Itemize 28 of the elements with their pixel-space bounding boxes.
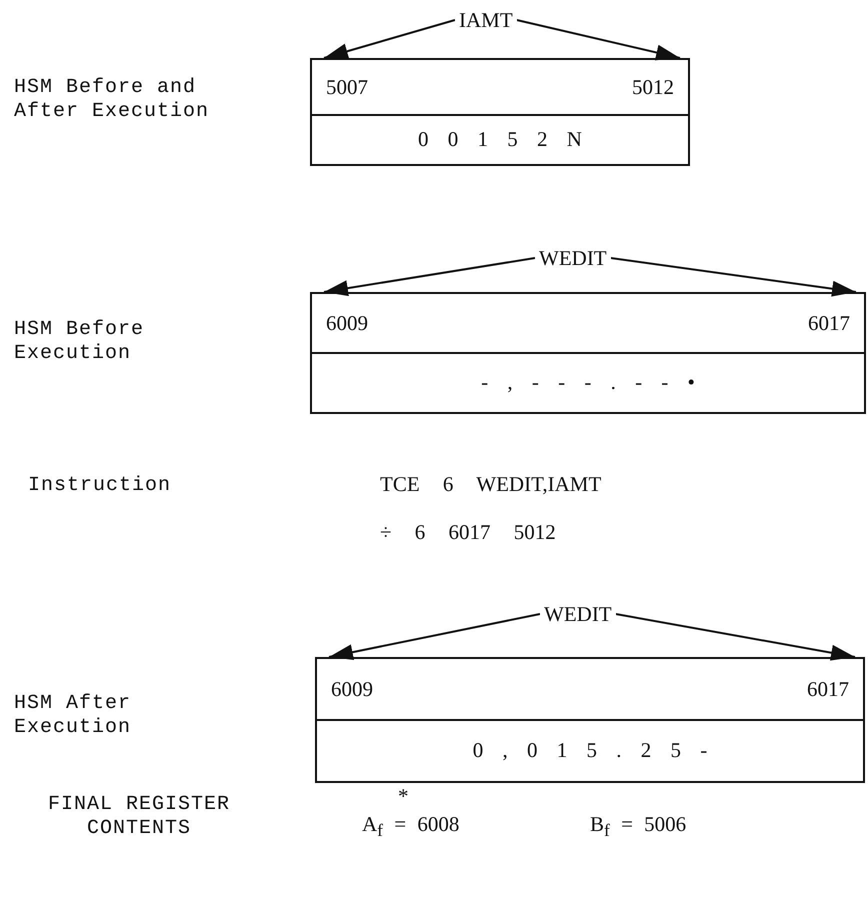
arrow xyxy=(610,257,856,297)
end-address: 6017 xyxy=(807,677,849,701)
field-contents: - , - - - . - - • xyxy=(480,370,696,394)
side-caption: HSM After Execution xyxy=(14,692,132,740)
arrow xyxy=(615,613,856,661)
register-value: A$_{f}$ = 6008 xyxy=(362,812,460,842)
arrow xyxy=(328,613,540,660)
instruction-text: TCE 6 WEDIT,IAMT xyxy=(380,472,602,496)
footnote-mark: * xyxy=(398,784,410,808)
memory-field-box xyxy=(310,58,690,166)
side-caption: HSM Before and After Execution xyxy=(14,76,210,124)
memory-field-box xyxy=(315,657,865,783)
arrow xyxy=(324,257,536,296)
start-address: 6009 xyxy=(331,677,373,701)
memory-field-box xyxy=(310,292,866,414)
side-caption: HSM Before Execution xyxy=(14,318,146,366)
register-value: B$_{f}$ = 5006 xyxy=(590,812,688,842)
field-contents: 0 , 0 1 5 . 2 5 - xyxy=(472,738,708,762)
start-address: 6009 xyxy=(326,311,368,335)
start-address: 5007 xyxy=(326,75,368,99)
arrow xyxy=(516,19,680,60)
side-caption: Instruction xyxy=(28,474,172,498)
side-caption: FINAL REGISTER CONTENTS xyxy=(46,793,232,841)
end-address: 6017 xyxy=(808,311,850,335)
end-address: 5012 xyxy=(632,75,674,99)
field-contents: 0 0 1 5 2 N xyxy=(417,127,583,151)
arrow xyxy=(324,19,456,59)
instruction-code: ÷ 6 6017 5012 xyxy=(380,520,557,544)
